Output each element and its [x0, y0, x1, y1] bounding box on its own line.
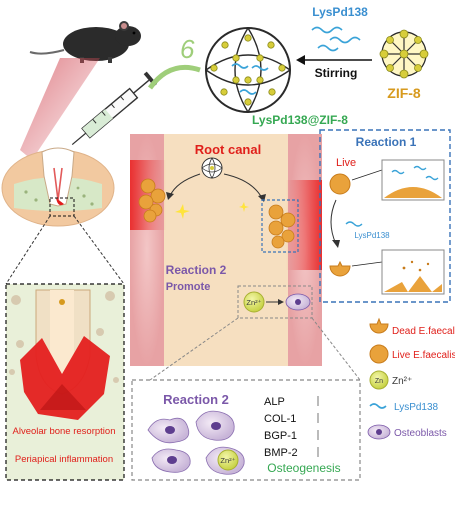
- root-canal-title: Root canal: [195, 142, 261, 157]
- canal-osteoblast-nucleus: [295, 299, 301, 305]
- synthesis-arrowhead: [296, 55, 305, 65]
- pathology-line2: Periapical inflammation: [15, 454, 113, 465]
- synthesis-peptide-label: LysPd138: [312, 5, 368, 19]
- zoom-line-right: [74, 216, 124, 284]
- osteogenesis-label: Osteogenesis: [267, 461, 340, 475]
- light-beam: [20, 58, 100, 160]
- legend-live-bacteria-icon: [370, 345, 388, 363]
- callout-line-2: [352, 262, 382, 266]
- reaction1-live-label: Live: [336, 157, 356, 169]
- reaction2-title: Reaction 2: [163, 392, 229, 407]
- reaction1-peptide-label: LysPd138: [354, 231, 390, 240]
- legend-peptide-icon: [370, 404, 386, 408]
- reaction1-peptide-icon: [346, 222, 362, 226]
- legend-osteoblast-label: Osteoblasts: [394, 428, 447, 439]
- mouse-icon: [30, 21, 141, 63]
- reaction1-arrowhead: [332, 240, 340, 248]
- step-number: 6: [180, 34, 195, 64]
- zif8-icon: [380, 30, 428, 78]
- callout-line-1: [352, 170, 382, 180]
- legend-dead-label: Dead E.faecalis: [392, 326, 455, 337]
- legend-zinc-icon-text: Zn: [375, 378, 383, 385]
- stirring-label: Stirring: [315, 66, 358, 80]
- pathology-line1: Alveolar bone resorption: [13, 426, 116, 437]
- legend-osteoblast-nucleus: [376, 429, 382, 435]
- zif8-label: ZIF-8: [387, 85, 421, 101]
- legend-zinc-label: Zn²⁺: [392, 376, 412, 387]
- reaction2-zn-label: Zn²⁺: [220, 456, 235, 465]
- product-label: LysPd138@ZIF-8: [252, 113, 348, 127]
- live-bacteria-icon: [330, 174, 350, 194]
- dead-bacteria-icon: [330, 262, 350, 276]
- pathology-panel: [6, 284, 124, 480]
- tooth-section-icon: [2, 148, 114, 226]
- marker-list: ALP COL-1 BGP-1 BMP-2: [264, 396, 318, 459]
- canal-promote-label: Promote: [166, 281, 211, 293]
- canal-reaction2-title: Reaction 2: [166, 263, 227, 277]
- curved-arrow-icon: [150, 67, 200, 88]
- legend-live-label: Live E.faecalis: [392, 350, 455, 361]
- legend-dead-bacteria-icon: [370, 319, 388, 333]
- legend-peptide-label: LysPd138: [394, 402, 439, 413]
- canal-zn-label: Zn²⁺: [246, 298, 261, 307]
- zoom-line-left: [6, 216, 50, 284]
- marker-col1: COL-1: [264, 413, 296, 425]
- marker-bmp2: BMP-2: [264, 447, 298, 459]
- root-canal-panel: [130, 134, 322, 366]
- legend: Dead E.faecalis Live E.faecalis Zn Zn²⁺ …: [368, 319, 455, 439]
- canal-nanoparticle-icon: [202, 158, 222, 178]
- reaction1-title: Reaction 1: [356, 135, 417, 149]
- marker-bgp1: BGP-1: [264, 430, 297, 442]
- reaction1-arrow: [331, 200, 336, 244]
- marker-alp: ALP: [264, 396, 285, 408]
- nanoparticle-icon: [206, 28, 290, 112]
- peptide-group: [312, 28, 360, 51]
